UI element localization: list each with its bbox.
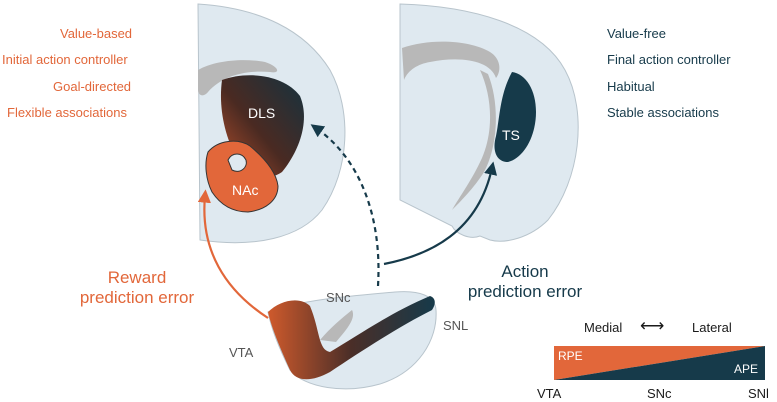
medial-lateral-arrow-icon: ⟷ bbox=[640, 316, 665, 335]
reward-label-line1: Reward bbox=[107, 268, 167, 287]
reward-label-line2: prediction error bbox=[79, 288, 195, 307]
right-brain-section bbox=[399, 3, 579, 242]
action-prediction-error-label: Action prediction error bbox=[455, 262, 595, 302]
rpe-label: RPE bbox=[558, 349, 583, 363]
right-property-4: Stable associations bbox=[607, 105, 720, 120]
anterior-commissure bbox=[227, 153, 247, 172]
nac-label: NAc bbox=[232, 182, 259, 198]
ape-label: APE bbox=[734, 362, 759, 376]
nac-region bbox=[205, 140, 279, 213]
left-property-1: Value-based bbox=[60, 26, 133, 41]
action-prediction-error-dashed-arrow bbox=[310, 124, 380, 287]
axis-label-snl: SNl bbox=[748, 386, 769, 401]
left-fiber-tract bbox=[198, 60, 278, 96]
right-fiber-tract bbox=[402, 41, 500, 80]
dls-label: DLS bbox=[248, 105, 276, 121]
reward-prediction-error-arrow bbox=[197, 189, 269, 319]
midbrain-fiber bbox=[320, 310, 354, 342]
right-property-1: Value-free bbox=[607, 26, 667, 41]
snl-label: SNL bbox=[443, 318, 469, 333]
snc-label: SNc bbox=[326, 290, 351, 305]
left-property-4: Flexible associations bbox=[7, 105, 127, 120]
action-label-line1: Action bbox=[501, 262, 549, 281]
medial-label: Medial bbox=[584, 320, 623, 335]
right-internal-capsule bbox=[452, 70, 496, 210]
lateral-label: Lateral bbox=[692, 320, 732, 335]
right-property-3: Habitual bbox=[607, 79, 655, 94]
action-prediction-error-arrow bbox=[383, 161, 498, 266]
ts-region bbox=[494, 72, 536, 162]
ts-label: TS bbox=[502, 127, 520, 143]
left-property-2: Initial action controller bbox=[2, 52, 128, 67]
left-property-3: Goal-directed bbox=[53, 79, 132, 94]
vta-label: VTA bbox=[229, 345, 254, 360]
action-label-line2: prediction error bbox=[467, 282, 583, 301]
right-property-2: Final action controller bbox=[607, 52, 731, 67]
midbrain-dopamine-band bbox=[268, 296, 435, 380]
reward-prediction-error-label: Reward prediction error bbox=[64, 268, 210, 308]
axis-label-vta: VTA bbox=[537, 386, 562, 401]
axis-label-snc: SNc bbox=[647, 386, 672, 401]
ape-wedge bbox=[554, 346, 765, 380]
